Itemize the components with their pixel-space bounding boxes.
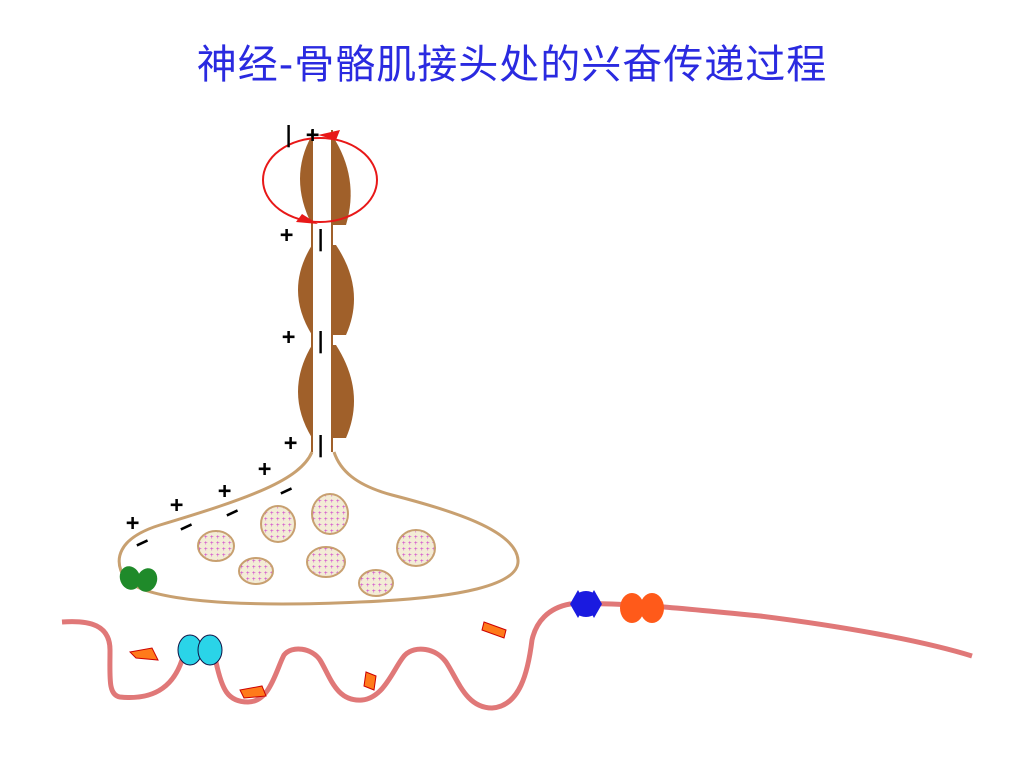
ap-arrow-top <box>318 130 340 140</box>
channel-orange-icon <box>620 593 664 623</box>
muscle-membrane <box>61 601 973 711</box>
sign-plus: + <box>258 457 271 482</box>
ach-receptor-icon <box>177 634 223 666</box>
ap-arrow-bottom <box>296 214 318 224</box>
sign-minus: − <box>275 477 298 505</box>
sign-minus: − <box>131 529 154 557</box>
ach-marker <box>481 621 507 639</box>
sign-minus: | <box>282 123 295 148</box>
sign-plus: + <box>282 325 295 350</box>
sign-minus: | <box>314 227 327 252</box>
vesicle <box>306 546 346 578</box>
calcium-channel-icon <box>119 566 158 592</box>
ach-marker <box>128 647 159 661</box>
vesicle <box>396 529 436 567</box>
sign-plus: + <box>306 123 319 148</box>
sign-plus: + <box>218 479 231 504</box>
synaptic-vesicles <box>197 493 436 597</box>
sign-minus: | <box>314 329 327 354</box>
sign-minus: − <box>175 513 198 541</box>
vesicle <box>311 493 349 535</box>
ach-marker <box>363 671 377 691</box>
ach-marker <box>239 685 267 699</box>
action-potential-ring <box>262 130 378 224</box>
axon-signs: | + + | + | + | <box>280 123 327 458</box>
vesicle <box>238 557 274 585</box>
slide-title: 神经-骨骼肌接头处的兴奋传递过程 <box>196 42 828 88</box>
channel-blue-icon <box>570 590 602 618</box>
sign-plus: + <box>126 511 139 536</box>
ach-markers <box>128 621 507 699</box>
sign-minus: − <box>221 499 244 527</box>
sign-plus: + <box>280 223 293 248</box>
sign-plus: + <box>170 493 183 518</box>
nerve-terminal-outline <box>117 451 520 606</box>
sign-plus: + <box>284 431 297 456</box>
vesicle <box>197 530 235 562</box>
axon-core <box>311 130 333 452</box>
sign-minus: | <box>314 433 327 458</box>
vesicle <box>358 569 394 597</box>
vesicle <box>260 505 296 543</box>
